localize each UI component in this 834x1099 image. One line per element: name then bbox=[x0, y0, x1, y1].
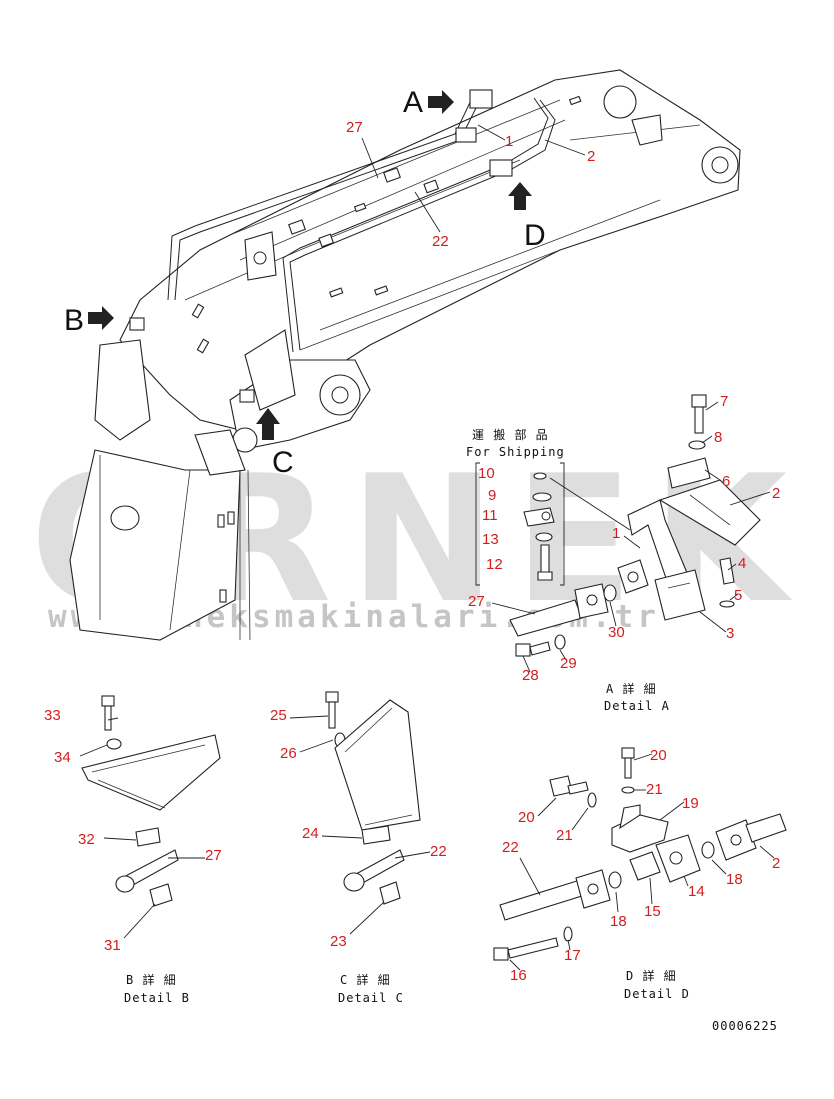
view-arrows bbox=[88, 90, 532, 440]
callout-a-2: 2 bbox=[772, 485, 780, 502]
view-arrow-c bbox=[256, 408, 280, 440]
callout-c-22: 22 bbox=[430, 843, 447, 860]
callout-a-8: 8 bbox=[714, 429, 722, 446]
callout-a-4: 4 bbox=[738, 555, 746, 572]
callout-a-30: 30 bbox=[608, 624, 625, 641]
detail-c bbox=[289, 691, 431, 935]
callout-27: 27 bbox=[346, 119, 363, 136]
detail-d-jp: D 詳 細 bbox=[626, 968, 677, 983]
callout-d-21a: 21 bbox=[646, 781, 663, 798]
detail-c-en: Detail C bbox=[338, 991, 404, 1005]
detail-b bbox=[79, 695, 221, 939]
callout-d-14: 14 bbox=[688, 883, 705, 900]
view-arrow-a bbox=[428, 90, 454, 114]
view-letter-c: C bbox=[272, 446, 294, 479]
for-shipping-group: 運 搬 部 品 For Shipping bbox=[466, 427, 631, 586]
detail-a bbox=[491, 394, 771, 673]
callout-c-26: 26 bbox=[280, 745, 297, 762]
callout-d-21b: 21 bbox=[556, 827, 573, 844]
boom-piping bbox=[129, 89, 556, 403]
shipping-label-jp: 運 搬 部 品 bbox=[472, 427, 549, 442]
callout-a-3: 3 bbox=[726, 625, 734, 642]
callout-d-18b: 18 bbox=[610, 913, 627, 930]
callout-sh-12: 12 bbox=[486, 556, 503, 573]
callout-d-17: 17 bbox=[564, 947, 581, 964]
callout-sh-13: 13 bbox=[482, 531, 499, 548]
callout-d-16: 16 bbox=[510, 967, 527, 984]
view-letter-a: A bbox=[403, 86, 423, 119]
detail-a-jp: A 詳 細 bbox=[606, 681, 657, 696]
callout-22: 22 bbox=[432, 233, 449, 250]
callout-sh-9: 9 bbox=[488, 487, 496, 504]
callout-c-25: 25 bbox=[270, 707, 287, 724]
detail-d bbox=[493, 747, 787, 971]
callout-d-20b: 20 bbox=[518, 809, 535, 826]
callout-sh-11: 11 bbox=[482, 507, 498, 524]
callout-b-33: 33 bbox=[44, 707, 61, 724]
callout-d-19: 19 bbox=[682, 795, 699, 812]
callout-sh-10: 10 bbox=[478, 465, 495, 482]
drawing-number: 00006225 bbox=[712, 1019, 778, 1033]
callout-b-32: 32 bbox=[78, 831, 95, 848]
callout-b-27: 27 bbox=[205, 847, 222, 864]
callout-c-24: 24 bbox=[302, 825, 319, 842]
boom-assembly bbox=[69, 69, 741, 641]
detail-c-jp: C 詳 細 bbox=[340, 972, 391, 987]
callout-a-28: 28 bbox=[522, 667, 539, 684]
callout-b-31: 31 bbox=[104, 937, 121, 954]
callout-b-34: 34 bbox=[54, 749, 71, 766]
main-leaders bbox=[361, 124, 586, 233]
callout-d-15: 15 bbox=[644, 903, 661, 920]
callout-d-18a: 18 bbox=[726, 871, 743, 888]
callout-a-27: 27 bbox=[468, 593, 485, 610]
detail-d-en: Detail D bbox=[624, 987, 690, 1001]
callout-a-5: 5 bbox=[734, 587, 742, 604]
view-arrow-b bbox=[88, 306, 114, 330]
callout-d-22: 22 bbox=[502, 839, 519, 856]
callout-2: 2 bbox=[587, 148, 595, 165]
callout-a-7: 7 bbox=[720, 393, 728, 410]
shipping-label-en: For Shipping bbox=[466, 445, 565, 459]
detail-b-jp: B 詳 細 bbox=[126, 972, 177, 987]
callout-a-1: 1 bbox=[612, 525, 620, 542]
detail-a-en: Detail A bbox=[604, 699, 670, 713]
callout-a-29: 29 bbox=[560, 655, 577, 672]
callout-c-23: 23 bbox=[330, 933, 347, 950]
callout-a-6: 6 bbox=[722, 473, 730, 490]
callout-1: 1 bbox=[505, 133, 513, 150]
callout-d-2: 2 bbox=[772, 855, 780, 872]
view-letter-d: D bbox=[524, 219, 546, 252]
detail-b-en: Detail B bbox=[124, 991, 190, 1005]
view-arrow-d bbox=[508, 182, 532, 210]
view-letter-b: B bbox=[64, 304, 84, 337]
callout-d-20a: 20 bbox=[650, 747, 667, 764]
